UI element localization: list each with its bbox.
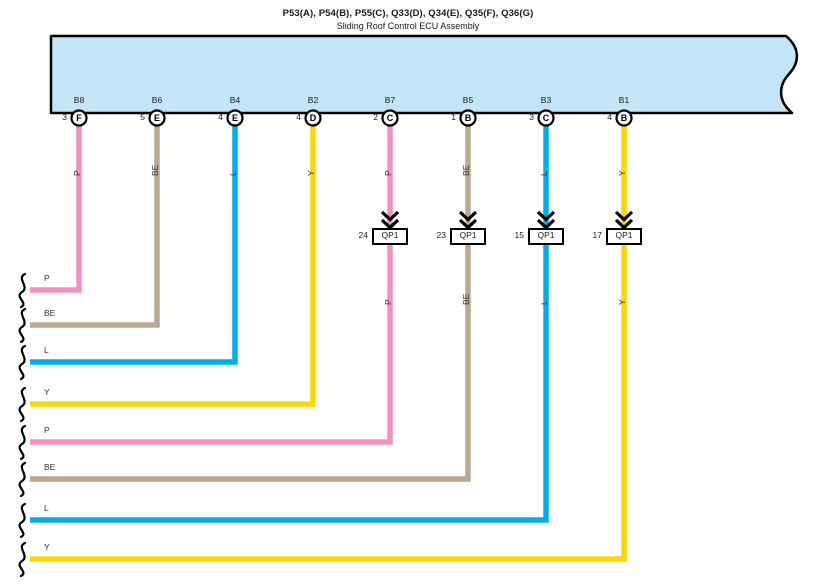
pin-name-B5: B5 — [462, 95, 474, 105]
junction-box-23[interactable]: QP1 — [450, 228, 486, 245]
junction-box-17[interactable]: QP1 — [606, 228, 642, 245]
pin-circle-layer — [70, 109, 633, 127]
wire-color-label-top-B5: BE — [461, 164, 471, 176]
pin-letter-B3: C — [542, 113, 550, 123]
wire-color-label-below-qp1-B3: L — [539, 300, 549, 305]
diagram-title-line1: P53(A), P54(B), P55(C), Q33(D), Q34(E), … — [282, 8, 534, 19]
wire-B3 — [30, 126, 549, 523]
break-symbol-2 — [18, 344, 27, 381]
pin-number-B2: 4 — [296, 112, 301, 122]
chevron-down-icon — [536, 210, 556, 222]
break-symbol-7 — [18, 541, 27, 578]
wire-color-label-top-B4: L — [228, 171, 238, 176]
pin-circle-B5 — [459, 109, 477, 127]
pin-circle-B8 — [70, 109, 88, 127]
wire-color-label-top-B1: Y — [617, 170, 627, 176]
left-wire-label-2: L — [44, 345, 49, 355]
pin-letter-B6: E — [153, 113, 160, 123]
pin-name-B6: B6 — [151, 95, 163, 105]
pin-number-B4: 4 — [218, 112, 223, 122]
pin-circle-B4 — [226, 109, 244, 127]
chevron-down-icon — [458, 218, 478, 230]
pin-letter-B7: C — [386, 113, 394, 123]
left-wire-label-6: L — [44, 503, 49, 513]
chevron-down-icon — [536, 218, 556, 230]
break-symbol-3 — [18, 386, 27, 423]
pin-circle-B3 — [537, 109, 555, 127]
wire-color-label-below-qp1-B7: P — [383, 299, 393, 305]
pin-letter-B8: F — [76, 113, 82, 123]
left-wire-label-0: P — [44, 273, 50, 283]
break-symbol-4 — [18, 424, 27, 461]
chevron-down-icon — [380, 218, 400, 230]
chevron-down-icon — [614, 218, 634, 230]
left-wire-label-4: P — [44, 425, 50, 435]
break-symbol-layer — [18, 272, 27, 578]
chevron-down-icon — [380, 210, 400, 222]
wire-B7 — [30, 126, 393, 445]
junction-number-15: 15 — [514, 230, 524, 240]
left-wire-label-1: BE — [44, 308, 56, 318]
wire-color-label-top-B7: P — [383, 170, 393, 176]
wire-layer — [30, 126, 627, 562]
break-symbol-5 — [18, 461, 27, 498]
pin-name-B8: B8 — [73, 95, 85, 105]
pin-circle-B7 — [381, 109, 399, 127]
ecu-layer — [49, 34, 799, 115]
wire-B8 — [30, 126, 82, 293]
junction-arrow-layer — [380, 210, 634, 230]
chevron-down-icon — [614, 210, 634, 222]
pin-name-B1: B1 — [618, 95, 630, 105]
left-wire-label-3: Y — [44, 387, 50, 397]
pin-name-B2: B2 — [307, 95, 319, 105]
wire-B5 — [30, 126, 471, 482]
diagram-title: P53(A), P54(B), P55(C), Q33(D), Q34(E), … — [0, 8, 816, 32]
pin-circle-B1 — [615, 109, 633, 127]
junction-number-23: 23 — [436, 230, 446, 240]
pin-name-B4: B4 — [229, 95, 241, 105]
wire-B2 — [30, 126, 316, 407]
junction-box-24[interactable]: QP1 — [372, 228, 408, 245]
pin-number-B1: 4 — [607, 112, 612, 122]
pin-number-B6: 5 — [140, 112, 145, 122]
break-symbol-6 — [18, 502, 27, 539]
pin-number-B7: 2 — [373, 112, 378, 122]
pin-circle-B6 — [148, 109, 166, 127]
left-wire-label-5: BE — [44, 462, 56, 472]
pin-number-B5: 1 — [451, 112, 456, 122]
left-wire-label-7: Y — [44, 542, 50, 552]
pin-circle-B2 — [304, 109, 322, 127]
pin-letter-B2: D — [309, 113, 317, 123]
break-symbol-0 — [18, 272, 27, 309]
wire-color-label-top-B2: Y — [306, 170, 316, 176]
pin-name-B3: B3 — [540, 95, 552, 105]
junction-box-15[interactable]: QP1 — [528, 228, 564, 245]
pin-letter-B5: B — [464, 113, 472, 123]
wire-B1 — [30, 126, 627, 562]
wire-color-label-top-B6: BE — [150, 164, 160, 176]
wire-color-label-top-B3: L — [539, 171, 549, 176]
chevron-down-icon — [458, 210, 478, 222]
wire-color-label-below-qp1-B1: Y — [617, 299, 627, 305]
junction-number-17: 17 — [592, 230, 602, 240]
wire-color-label-below-qp1-B5: BE — [461, 293, 471, 305]
ecu-body — [49, 34, 799, 115]
wire-B4 — [30, 126, 238, 365]
pin-number-B8: 3 — [62, 112, 67, 122]
junction-number-24: 24 — [358, 230, 368, 240]
diagram-title-line2: Sliding Roof Control ECU Assembly — [336, 21, 480, 31]
wire-color-label-top-B8: P — [72, 170, 82, 176]
wire-B6 — [30, 126, 160, 328]
pin-number-B3: 3 — [529, 112, 534, 122]
pin-name-B7: B7 — [384, 95, 396, 105]
pin-letter-B4: E — [231, 113, 238, 123]
pin-letter-B1: B — [620, 113, 628, 123]
break-symbol-1 — [18, 307, 27, 344]
